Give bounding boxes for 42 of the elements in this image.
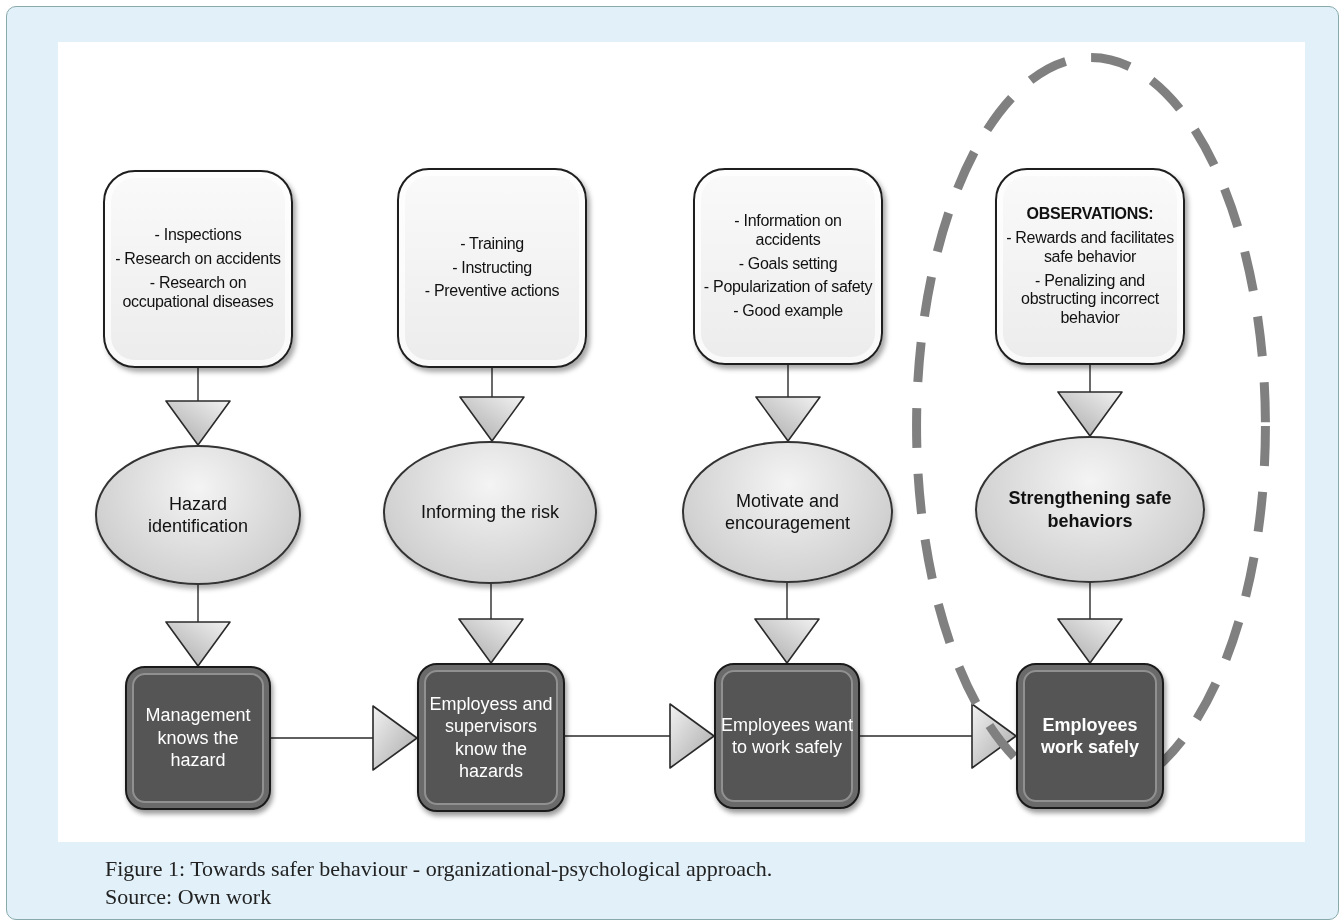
list-item: - Goals setting (738, 254, 838, 274)
rounded-box (693, 168, 883, 365)
arrow (754, 582, 820, 664)
arrow (859, 703, 1017, 769)
node-text: Strengthening safe behaviors (1007, 487, 1173, 532)
node-text: Motivate and encouragement (723, 489, 852, 535)
arrow (755, 364, 821, 442)
list-item: - Inspections (154, 226, 242, 246)
arrow (1057, 582, 1123, 664)
arrow (165, 584, 231, 667)
list-item: - Preventive actions (424, 282, 560, 302)
arrow (459, 367, 525, 442)
node-text: Employees work safely (1039, 713, 1141, 759)
list-item: - Instructing (452, 258, 532, 278)
list-item: - Rewards and facilitates safe behavior (1005, 228, 1175, 267)
node-text: Employess and supervisors know the hazards (428, 692, 554, 783)
dark-box (417, 663, 565, 812)
list-item: - Research on occupational diseases (121, 274, 275, 312)
list-item: OBSERVATIONS: (1026, 204, 1154, 224)
rounded-box (103, 170, 293, 368)
arrow (458, 583, 524, 664)
list-item: - Good example (733, 302, 843, 322)
dark-box (714, 663, 860, 809)
source-note: Source: Own work (105, 884, 272, 910)
list-item: - Penalizing and obstructing incorrect behavior (1020, 271, 1160, 329)
arrow (1057, 364, 1123, 437)
list-item: - Research on accidents (115, 250, 281, 269)
list-item: - Popularization of safety (703, 278, 873, 298)
rounded-box (397, 168, 587, 368)
node-text: Employees want to work safely (720, 713, 854, 759)
list-item: - Information on accidents (733, 211, 843, 250)
node-text: Hazard identification (146, 492, 250, 538)
arrow (165, 367, 231, 446)
list-item: - Training (460, 234, 524, 254)
caption: Figure 1: Towards safer behaviour - organizational-psychological approach. (105, 856, 773, 882)
rounded-box (995, 168, 1185, 365)
dark-box (125, 666, 271, 810)
arrow (564, 703, 715, 769)
node-text: Informing the risk (420, 501, 560, 524)
node-text: Management knows the hazard (144, 704, 252, 772)
arrow (270, 705, 418, 771)
dark-box (1016, 663, 1164, 809)
